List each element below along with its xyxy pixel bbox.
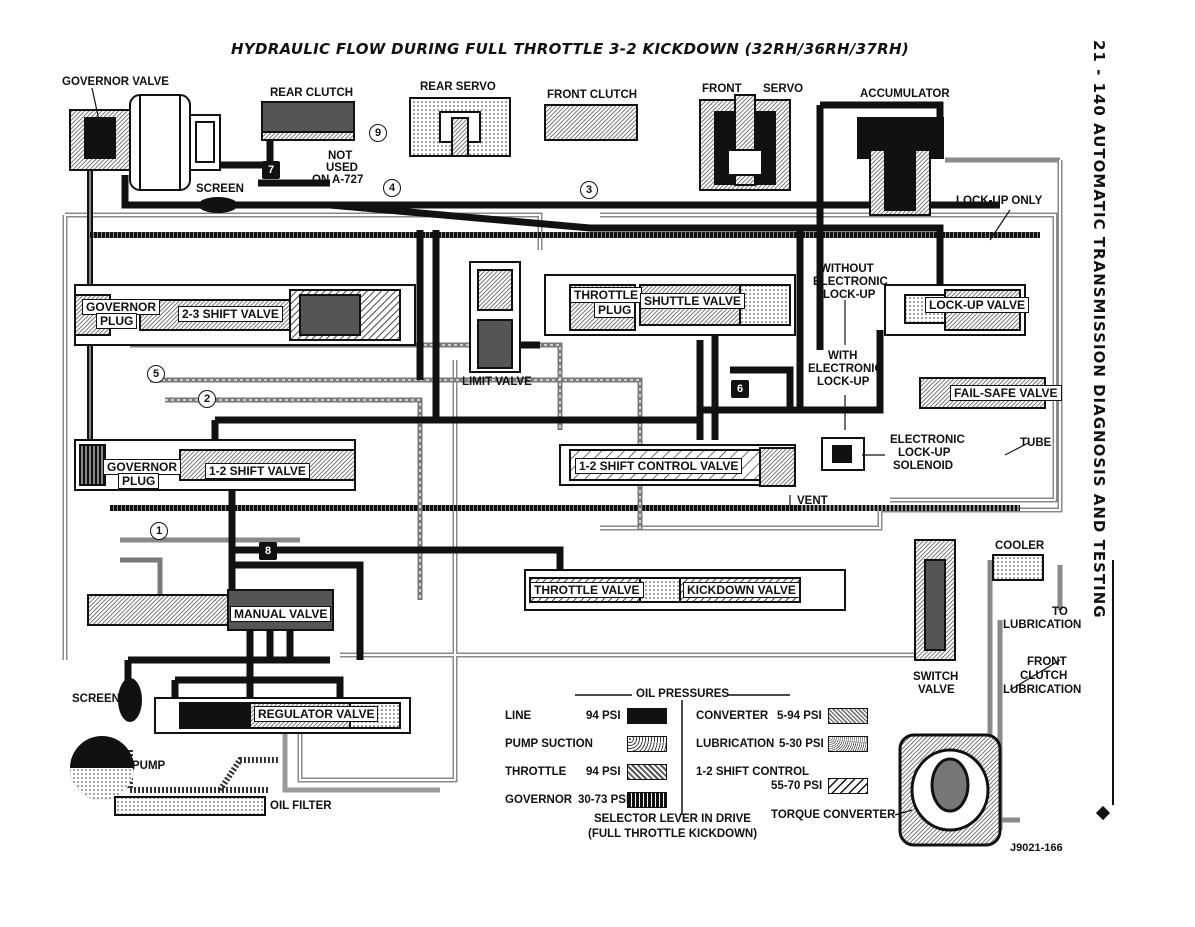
without-electronic-label-3: LOCK-UP <box>823 289 876 301</box>
legend-line-value: 94 PSI <box>586 710 621 722</box>
throttle-plug-label-2: PLUG <box>594 302 636 318</box>
tube-label: TUBE <box>1020 437 1052 449</box>
circuit-number-6: 6 <box>731 380 749 398</box>
side-rule <box>1112 560 1114 805</box>
legend-shiftcontrol-label: 1-2 SHIFT CONTROL <box>696 766 810 778</box>
torque-converter-label: TORQUE CONVERTER <box>771 809 896 821</box>
without-electronic-label-1: WITHOUT <box>820 263 874 275</box>
legend-suction-label: PUMP SUCTION <box>505 738 593 750</box>
legend-lubrication-label: LUBRICATION <box>696 738 775 750</box>
lockup-valve-label: LOCK-UP VALVE <box>925 297 1030 313</box>
without-electronic-label-2: ELECTRONIC <box>813 276 888 288</box>
legend-throttle-value: 94 PSI <box>586 766 621 778</box>
circuit-number-3: 3 <box>580 181 598 199</box>
selector-label-1: SELECTOR LEVER IN DRIVE <box>594 813 751 825</box>
manual-valve-label: MANUAL VALVE <box>230 606 332 622</box>
with-electronic-label-2: ELECTRONIC <box>808 363 883 375</box>
circuit-number-1: 1 <box>150 522 168 540</box>
rear-clutch-label: REAR CLUTCH <box>270 87 354 99</box>
legend-governor-label: GOVERNOR <box>505 794 573 806</box>
solenoid-label-3: SOLENOID <box>893 460 954 472</box>
legend-line-label: LINE <box>505 710 532 722</box>
front-servo-front-label: FRONT <box>702 83 742 95</box>
limit-valve-label: LIMIT VALVE <box>462 376 532 388</box>
with-electronic-label-3: LOCK-UP <box>817 376 870 388</box>
not-used-label-3: ON A-727 <box>312 174 364 186</box>
failsafe-valve-label: FAIL-SAFE VALVE <box>950 385 1062 401</box>
legend-converter-swatch <box>828 708 868 724</box>
screen-bottom-label: SCREEN <box>72 693 120 705</box>
legend-shiftcontrol-value: 55-70 PSI <box>771 780 823 792</box>
page-title: HYDRAULIC FLOW DURING FULL THROTTLE 3-2 … <box>230 40 909 58</box>
figure-id: J9021-166 <box>1010 842 1063 854</box>
throttle-valve-label: THROTTLE VALVE <box>530 582 644 598</box>
front-clutch-label: FRONT CLUTCH <box>547 89 638 101</box>
accumulator-label: ACCUMULATOR <box>860 88 950 100</box>
legend-converter-label: CONVERTER <box>696 710 769 722</box>
governor-plug-upper-label-2: PLUG <box>96 313 138 329</box>
legend-throttle-label: THROTTLE <box>505 766 567 778</box>
pump-label: PUMP <box>132 760 166 772</box>
legend-throttle-swatch <box>627 764 667 780</box>
section-header-text: 21 - 140 AUTOMATIC TRANSMISSION DIAGNOSI… <box>1090 40 1108 619</box>
legend-lubrication-swatch <box>828 736 868 752</box>
front-clutch-lub-label-1: FRONT <box>1027 656 1067 668</box>
legend-governor-swatch <box>627 792 667 808</box>
legend-line-swatch <box>627 708 667 724</box>
switch-valve-label-1: SWITCH <box>913 671 959 683</box>
solenoid-label-2: LOCK-UP <box>898 447 951 459</box>
shift-12-valve-label: 1-2 SHIFT VALVE <box>205 463 310 479</box>
legend-converter-value: 5-94 PSI <box>777 710 822 722</box>
regulator-valve-label: REGULATOR VALVE <box>254 706 379 722</box>
legend-governor-value: 30-73 PSI <box>578 794 630 806</box>
governor-valve-label: GOVERNOR VALVE <box>62 76 169 88</box>
screen-top-label: SCREEN <box>196 183 244 195</box>
selector-label-2: (FULL THROTTLE KICKDOWN) <box>588 828 758 840</box>
legend-shiftcontrol-swatch <box>828 778 868 794</box>
oil-filter-label: OIL FILTER <box>270 800 332 812</box>
switch-valve-label-2: VALVE <box>918 684 955 696</box>
legend-lubrication-value: 5-30 PSI <box>779 738 824 750</box>
with-electronic-label-1: WITH <box>828 350 858 362</box>
shift-23-valve-label: 2-3 SHIFT VALVE <box>178 306 283 322</box>
kickdown-valve-label: KICKDOWN VALVE <box>683 582 800 598</box>
not-used-label-1: NOT <box>328 150 353 162</box>
vent-label: VENT <box>797 495 828 507</box>
circuit-number-7: 7 <box>262 161 280 179</box>
shift-12-control-valve-label: 1-2 SHIFT CONTROL VALVE <box>575 458 743 474</box>
solenoid-label-1: ELECTRONIC <box>890 434 965 446</box>
cooler-label: COOLER <box>995 540 1045 552</box>
throttle-plug-label-1: THROTTLE <box>570 287 642 303</box>
governor-plug-lower-label-2: PLUG <box>118 473 160 489</box>
to-lubrication-label-1: TO <box>1052 606 1068 618</box>
to-lubrication-label-2: LUBRICATION <box>1003 619 1082 631</box>
front-clutch-lub-label-2: CLUTCH <box>1020 670 1068 682</box>
rear-servo-label: REAR SERVO <box>420 81 496 93</box>
circuit-number-2: 2 <box>198 390 216 408</box>
circuit-number-4: 4 <box>383 179 401 197</box>
front-servo-servo-label: SERVO <box>763 83 804 95</box>
circuit-number-5: 5 <box>147 365 165 383</box>
circuit-number-8: 8 <box>259 542 277 560</box>
not-used-label-2: USED <box>326 162 358 174</box>
front-clutch-lub-label-3: LUBRICATION <box>1003 684 1082 696</box>
legend-heading: OIL PRESSURES <box>636 688 730 700</box>
circuit-number-9: 9 <box>369 124 387 142</box>
legend-suction-swatch <box>627 736 667 752</box>
side-header: 21 - 140 AUTOMATIC TRANSMISSION DIAGNOSI… <box>1090 40 1118 860</box>
lockup-only-label: LOCK-UP ONLY <box>956 195 1043 207</box>
shuttle-valve-label: SHUTTLE VALVE <box>640 293 745 309</box>
